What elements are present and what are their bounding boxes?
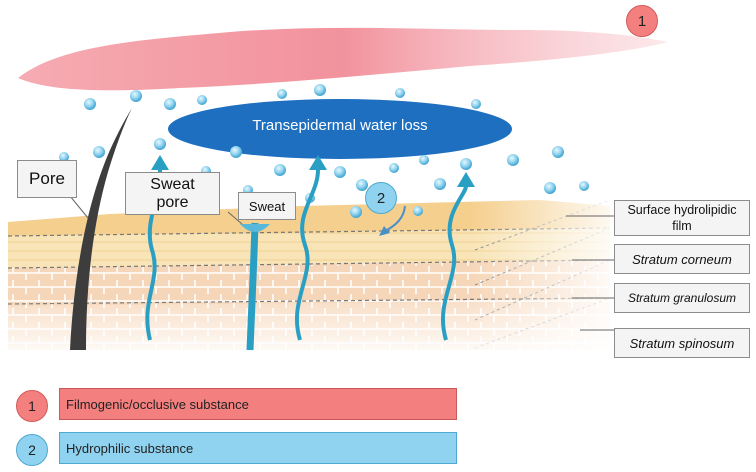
badge-number: 1: [637, 12, 647, 30]
tewl-label: Transepidermal water loss: [252, 117, 428, 134]
layer-label-stratum-granulosum: Stratum granulosum: [614, 283, 750, 313]
hair-shaft: [70, 108, 132, 350]
legend-text: Hydrophilic substance: [66, 440, 194, 456]
badge-hydrophilic: 2: [365, 182, 397, 214]
legend-badge-2: 2: [16, 434, 48, 466]
layer-label-line1: Surface hydrolipidic: [627, 203, 737, 217]
tewl-arrowheads: [151, 155, 475, 187]
hydrophilic-arrowhead: [379, 226, 390, 236]
layer-label-text: Stratum corneum: [632, 251, 732, 267]
layer-label-line2: film: [672, 219, 692, 233]
layer-label-text: Stratum spinosum: [629, 335, 735, 351]
callout-lines: [69, 195, 614, 331]
pore-label: Pore: [17, 160, 77, 198]
layer-label-stratum-spinosum: Stratum spinosum: [614, 328, 750, 358]
layer-label-stratum-corneum: Stratum corneum: [614, 244, 750, 274]
legend-item-filmogenic: Filmogenic/occlusive substance: [59, 388, 457, 420]
sweat-label: Sweat: [238, 192, 296, 220]
legend-number: 2: [28, 442, 36, 458]
pore-label-text: Pore: [29, 169, 65, 188]
sweat-pore-label-line2: pore: [156, 194, 189, 211]
legend-badge-1: 1: [16, 390, 48, 422]
layer-label-text: Stratum granulosum: [627, 291, 737, 305]
sweat-duct: [240, 222, 270, 351]
skin-layers: [0, 195, 615, 360]
legend-text: Filmogenic/occlusive substance: [66, 396, 249, 412]
sweat-pore-label-line1: Sweat: [150, 176, 195, 193]
legend-number: 1: [28, 398, 36, 414]
tewl-ellipse: [168, 99, 512, 159]
filmogenic-film: [18, 27, 668, 91]
sweat-label-text: Sweat: [248, 198, 286, 214]
sweat-pore-label: Sweat pore: [125, 172, 220, 215]
legend-item-hydrophilic: Hydrophilic substance: [59, 432, 457, 464]
water-droplets: [59, 84, 589, 218]
badge-number: 2: [376, 189, 386, 207]
layer-label-surface-film: Surface hydrolipidic film: [614, 200, 750, 236]
badge-filmogenic: 1: [626, 5, 658, 37]
